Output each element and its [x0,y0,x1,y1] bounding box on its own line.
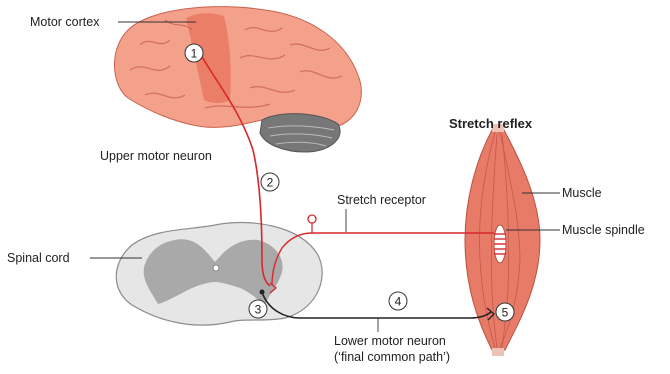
spinal-cord-section [116,223,322,326]
motor-cortex-label: Motor cortex [30,15,99,29]
upper-motor-neuron-label: Upper motor neuron [100,149,212,163]
step-5-number: 5 [502,306,509,320]
step-4-badge: 4 [389,292,407,310]
tendon-bottom [492,348,504,356]
step-3-number: 3 [255,303,262,317]
muscle-spindle-label: Muscle spindle [562,223,645,237]
cerebellum [260,114,340,152]
step-2-number: 2 [267,176,274,190]
central-canal [213,265,219,271]
dorsal-root-ganglion [308,215,316,223]
muscle-label: Muscle [562,186,602,200]
brain [114,7,361,152]
final-common-path-label: (‘final common path’) [334,350,450,364]
step-4-number: 4 [395,295,402,309]
step-1-number: 1 [191,47,198,61]
stretch-reflex-title: Stretch reflex [449,117,532,131]
step-2-badge: 2 [261,173,279,191]
step-3-badge: 3 [249,300,267,318]
stretch-receptor-label: Stretch receptor [337,193,426,207]
step-1-badge: 1 [185,44,203,62]
muscle-spindle [494,225,506,263]
spinal-cord-label: Spinal cord [7,251,70,265]
lower-motor-neuron-label: Lower motor neuron [334,334,446,348]
step-5-badge: 5 [496,303,514,321]
